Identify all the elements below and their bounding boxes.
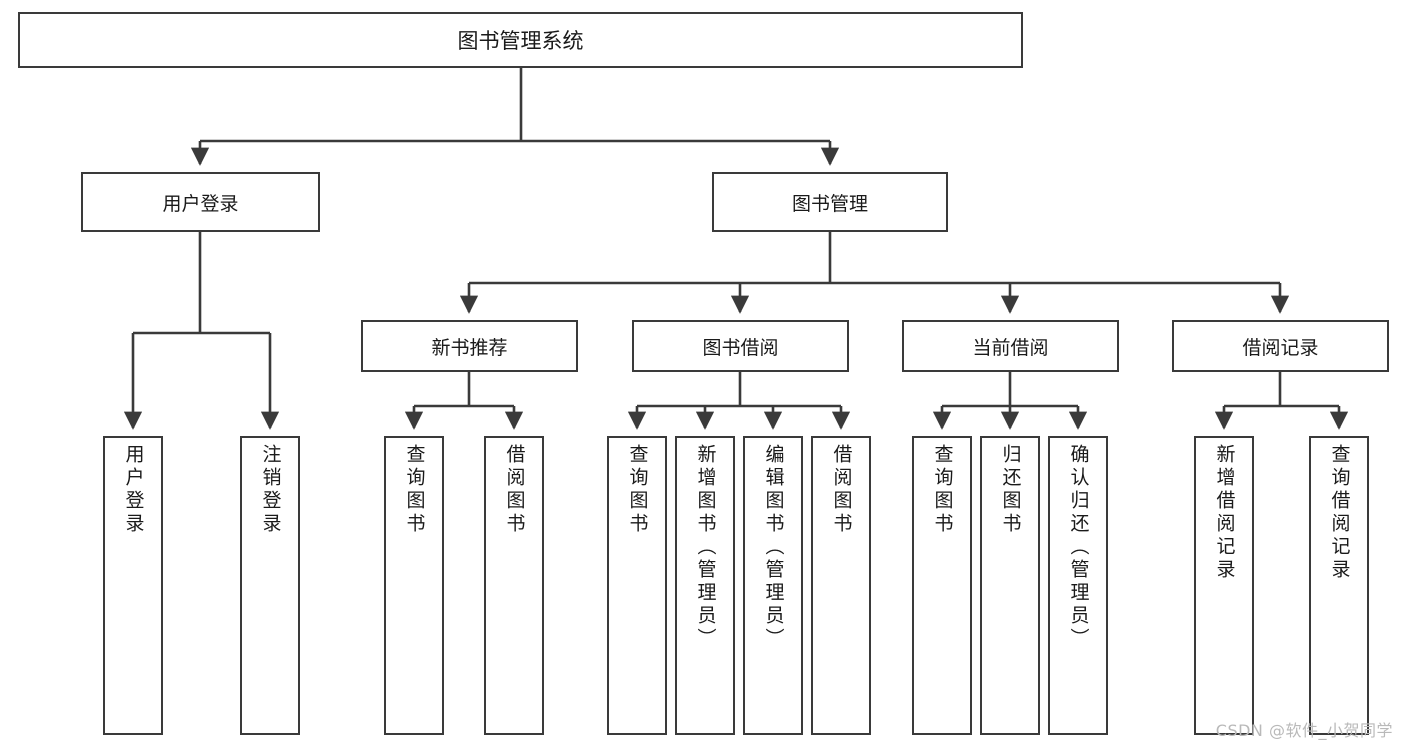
- node-label: 用户登录: [162, 192, 239, 215]
- leaf-logout[interactable]: 注销登录: [240, 436, 300, 735]
- leaf-label: 新增图书（管理员）: [694, 444, 717, 651]
- node-label: 借阅记录: [1242, 336, 1319, 359]
- leaf-borrow-book-recommend[interactable]: 借阅图书: [484, 436, 544, 735]
- leaf-borrow-book[interactable]: 借阅图书: [811, 436, 871, 735]
- leaf-label: 查询借阅记录: [1328, 444, 1351, 582]
- leaf-query-book-recommend[interactable]: 查询图书: [384, 436, 444, 735]
- leaf-query-book-borrow[interactable]: 查询图书: [607, 436, 667, 735]
- node-label: 图书借阅: [702, 336, 779, 359]
- leaf-label: 借阅图书: [503, 444, 526, 536]
- node-label: 图书管理系统: [457, 29, 584, 53]
- leaf-label: 用户登录: [122, 444, 145, 536]
- node-borrow-record[interactable]: 借阅记录: [1172, 320, 1389, 372]
- node-label: 当前借阅: [972, 336, 1049, 359]
- leaf-label: 确认归还（管理员）: [1067, 444, 1090, 651]
- node-current-borrow[interactable]: 当前借阅: [902, 320, 1119, 372]
- node-label: 图书管理: [791, 192, 868, 215]
- node-new-book-recommend[interactable]: 新书推荐: [361, 320, 578, 372]
- node-user-login[interactable]: 用户登录: [81, 172, 320, 232]
- leaf-query-book-current[interactable]: 查询图书: [912, 436, 972, 735]
- leaf-label: 编辑图书（管理员）: [762, 444, 785, 651]
- leaf-add-borrow-record[interactable]: 新增借阅记录: [1194, 436, 1254, 735]
- leaf-label: 注销登录: [259, 444, 282, 536]
- leaf-label: 查询图书: [403, 444, 426, 536]
- node-root-system[interactable]: 图书管理系统: [18, 12, 1023, 68]
- leaf-label: 归还图书: [999, 444, 1022, 536]
- leaf-edit-book-admin[interactable]: 编辑图书（管理员）: [743, 436, 803, 735]
- leaf-query-borrow-record[interactable]: 查询借阅记录: [1309, 436, 1369, 735]
- leaf-label: 借阅图书: [830, 444, 853, 536]
- leaf-label: 查询图书: [931, 444, 954, 536]
- leaf-label: 查询图书: [626, 444, 649, 536]
- watermark: CSDN @软件_小贺同学: [1215, 721, 1393, 740]
- leaf-add-book-admin[interactable]: 新增图书（管理员）: [675, 436, 735, 735]
- leaf-confirm-return-admin[interactable]: 确认归还（管理员）: [1048, 436, 1108, 735]
- leaf-user-login[interactable]: 用户登录: [103, 436, 163, 735]
- leaf-return-book[interactable]: 归还图书: [980, 436, 1040, 735]
- node-label: 新书推荐: [431, 336, 508, 359]
- node-book-borrow[interactable]: 图书借阅: [632, 320, 849, 372]
- leaf-label: 新增借阅记录: [1213, 444, 1236, 582]
- node-book-management[interactable]: 图书管理: [712, 172, 948, 232]
